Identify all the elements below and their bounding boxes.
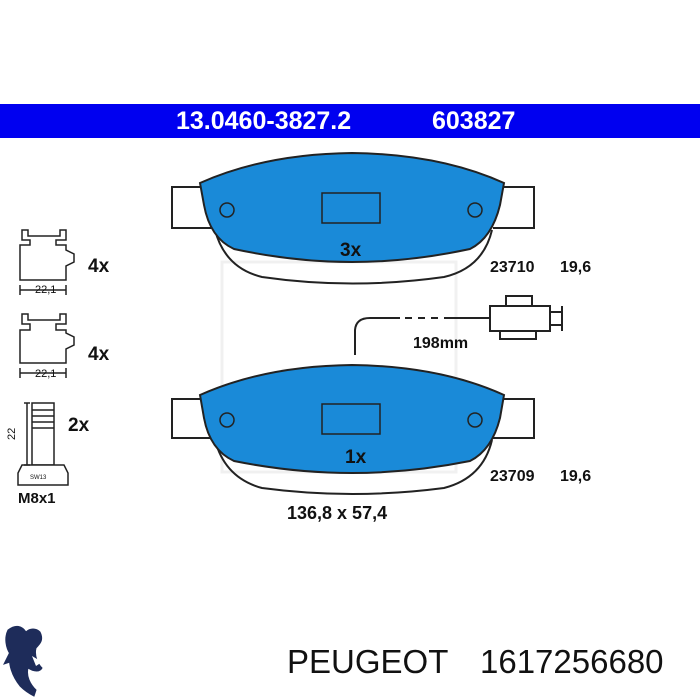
bolt-height: 22 (6, 427, 18, 440)
pad-lower-quantity: 1x (345, 447, 367, 468)
bolt-drawing (17, 402, 69, 486)
rivet-right-upper (467, 202, 483, 218)
brake-pad-upper (171, 151, 535, 285)
pad-lower-thickness: 19,6 (560, 468, 592, 485)
part-number: 13.0460-3827.2 (176, 107, 352, 135)
clip-1-quantity: 4x (88, 256, 110, 277)
pad-slot-lower (321, 403, 381, 435)
clip-2-drawing (19, 313, 75, 378)
oem-number: 1617256680 (480, 643, 664, 680)
brake-pad-lower (171, 363, 535, 495)
pad-dimensions: 136,8 x 57,4 (287, 503, 388, 523)
alt-part-number: 603827 (432, 107, 516, 135)
rivet-right-lower (467, 412, 483, 428)
clip-1-width: 22,1 (35, 284, 57, 296)
pad-upper-quantity: 3x (340, 240, 362, 261)
clip-2-width: 22,1 (35, 368, 57, 380)
pad-upper-thickness: 19,6 (560, 259, 592, 276)
pad-upper-code: 23710 (490, 259, 535, 276)
bolt-thread: M8x1 (18, 490, 56, 507)
wear-sensor-length: 198mm (413, 335, 469, 352)
bolt-wrench-size: SW13 (30, 475, 47, 481)
clip-2-quantity: 4x (88, 344, 110, 365)
wear-sensor (354, 295, 563, 355)
rivet-left-lower (219, 412, 235, 428)
brand-name: PEUGEOT (287, 643, 449, 680)
rivet-left-upper (219, 202, 235, 218)
header-banner (0, 104, 700, 138)
clip-1-drawing (19, 229, 75, 295)
pad-slot-upper (321, 192, 381, 224)
pad-lower-code: 23709 (490, 468, 535, 485)
bolt-quantity: 2x (68, 415, 90, 436)
